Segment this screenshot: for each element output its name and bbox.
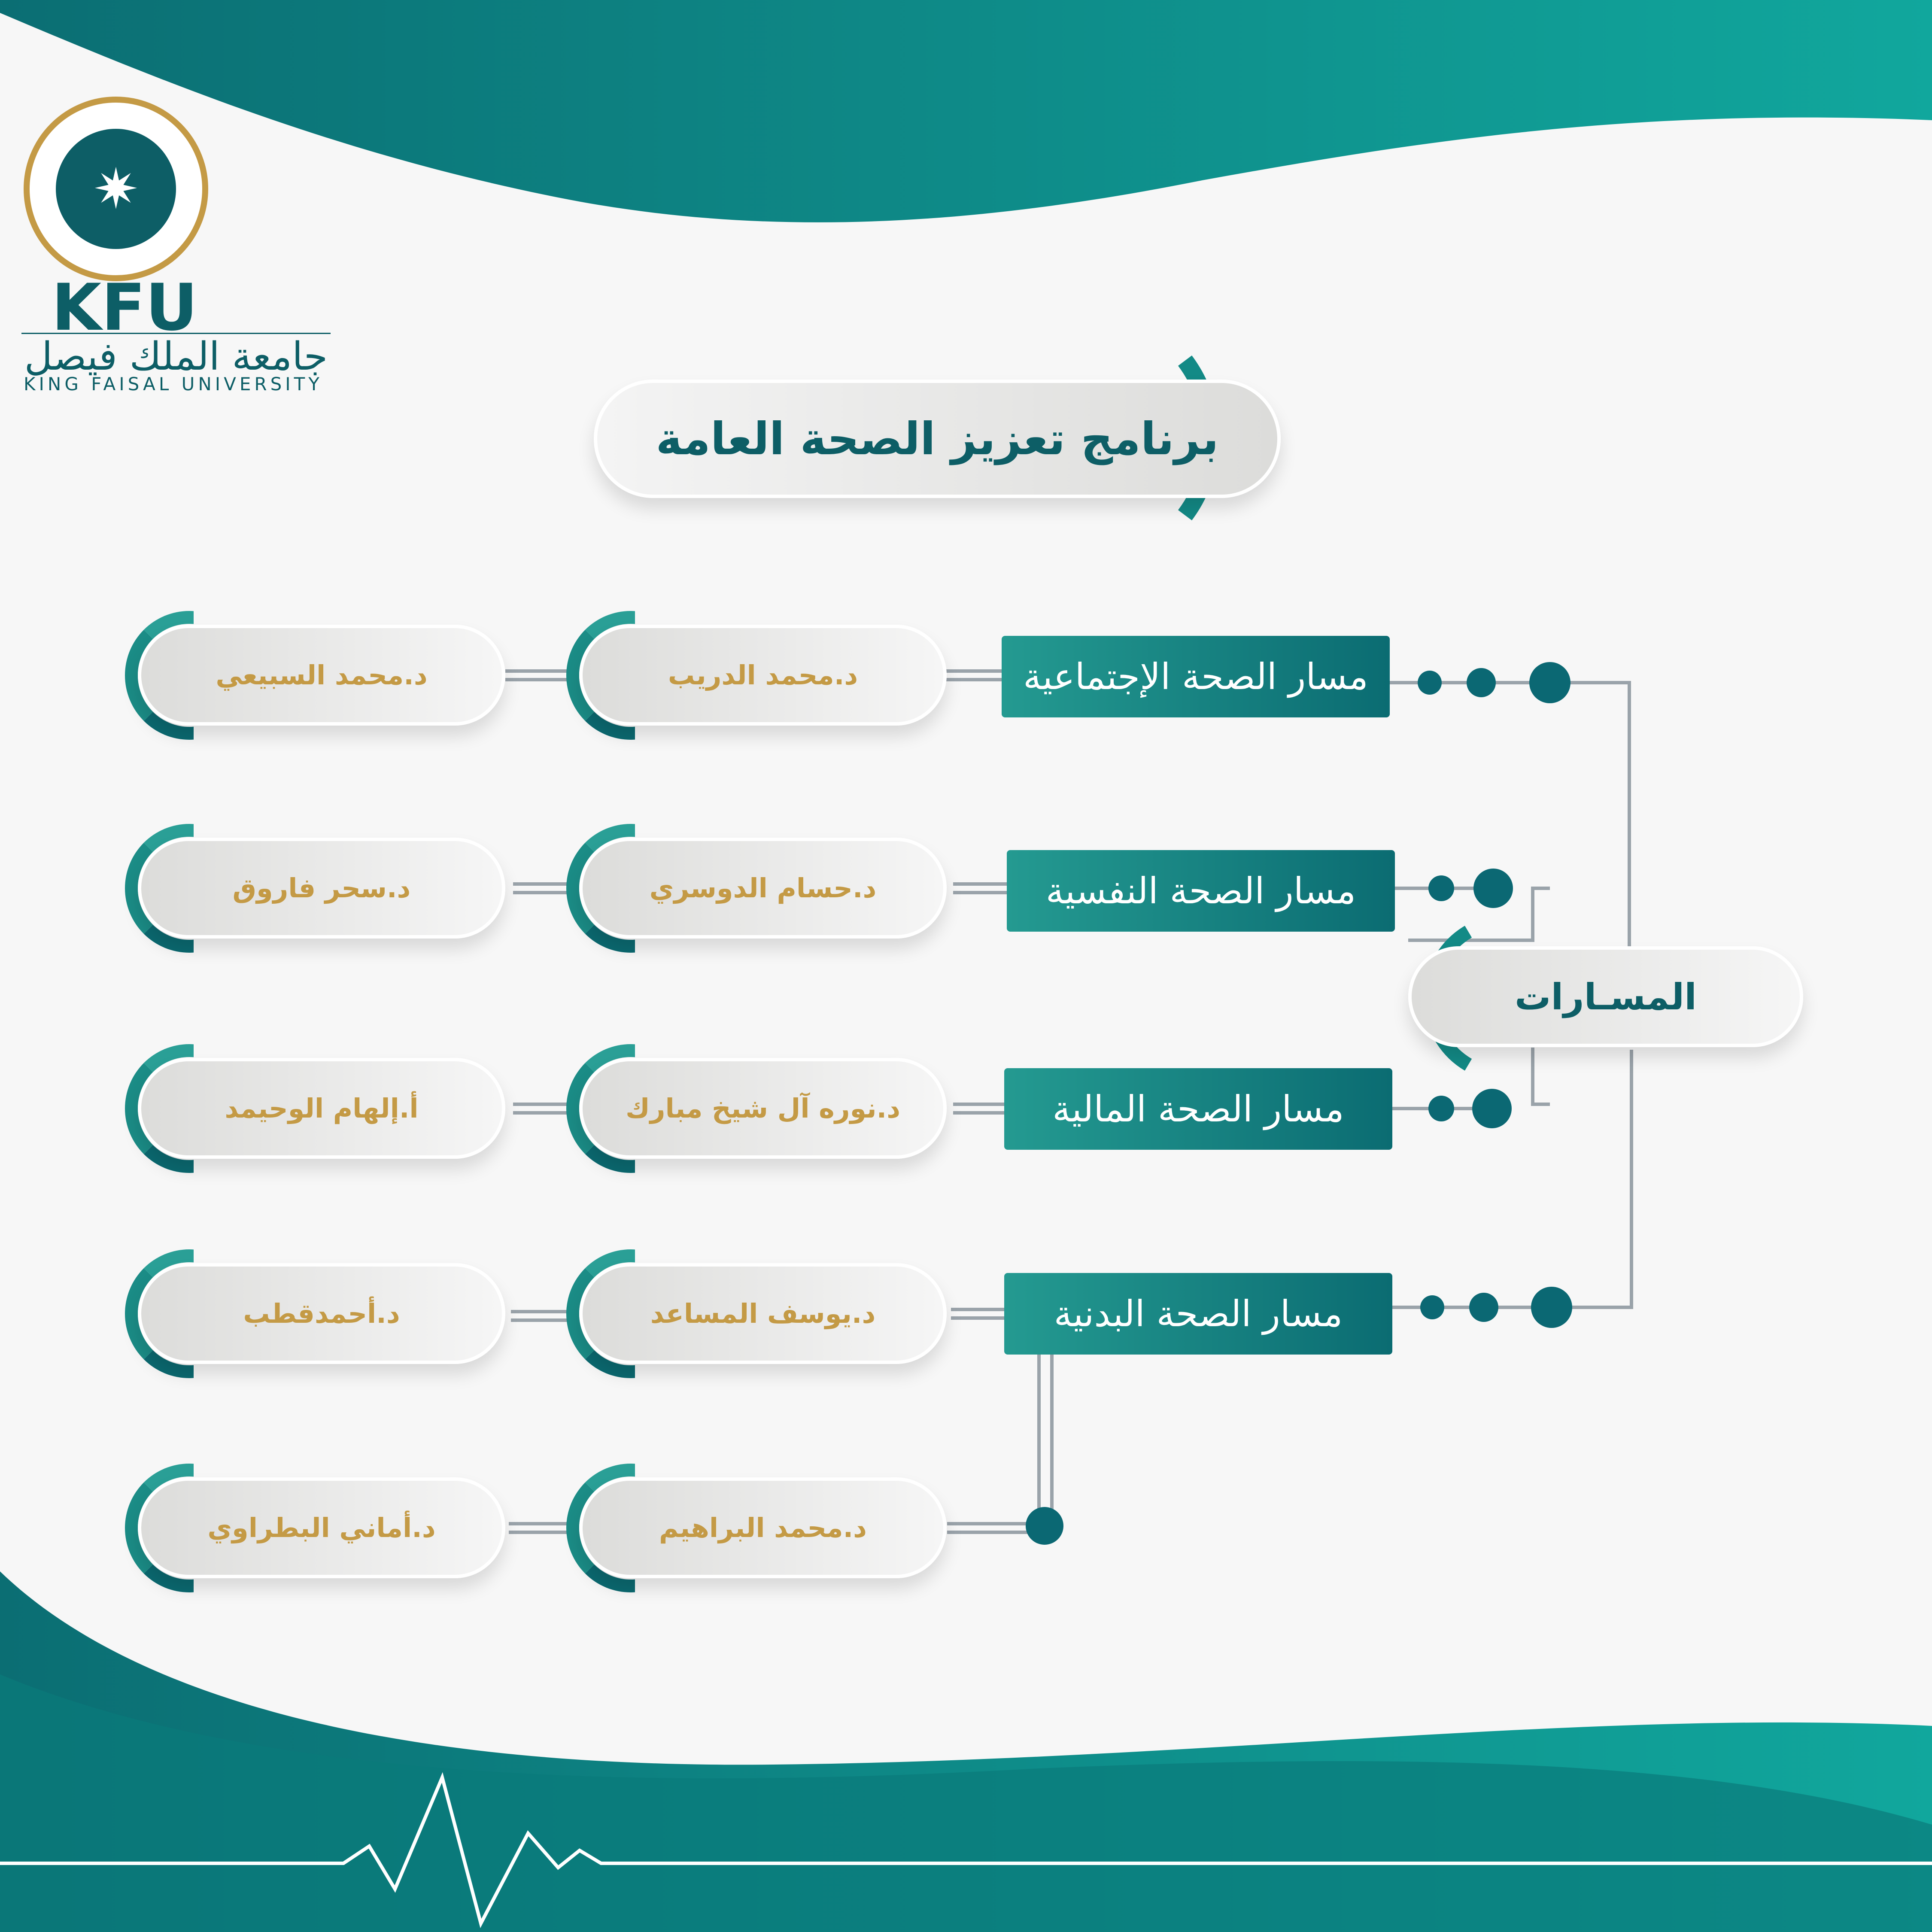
member-pill: د.محمد السبيعي [138, 625, 505, 726]
member-pill: د.أماني البطراوي [138, 1477, 505, 1578]
member-pill: د.أحمدقطب [138, 1263, 505, 1364]
pill-accent-arc [566, 1464, 635, 1592]
pill-accent-arc [125, 611, 194, 740]
pill-accent-arc [566, 1249, 635, 1378]
track-physical: مسار الصحة البدنية [1004, 1273, 1392, 1355]
root-node: المسـارات [1408, 946, 1803, 1047]
pill-accent-arc [566, 611, 635, 740]
pill-accent-arc [125, 1464, 194, 1592]
pill-accent-arc [125, 1044, 194, 1173]
ecg-line [0, 1772, 1932, 1928]
logo-english-name: KING FAISAL UNIVERSITY [24, 374, 323, 395]
pill-accent-arc [125, 824, 194, 953]
dots [1026, 662, 1572, 1545]
logo-seal: ✷ [24, 97, 208, 281]
member-pill: د.محمد البراهيم [579, 1477, 947, 1578]
star-icon: ✷ [56, 129, 176, 249]
page-title: برنامج تعزيز الصحة العامة [594, 380, 1281, 498]
track-financial: مسار الصحة المالية [1004, 1068, 1392, 1150]
member-pill: أ.إلهام الوحيمد [138, 1058, 505, 1159]
logo-arabic-name: جامعة الملك فيصل [21, 333, 331, 379]
pill-accent-arc [566, 824, 635, 953]
top-wave [0, 0, 1932, 222]
track-psychological: مسار الصحة النفسية [1007, 850, 1395, 932]
member-pill: د.حسام الدوسري [579, 838, 947, 939]
pill-accent-arc [125, 1249, 194, 1378]
track-social: مسار الصحة الإجتماعية [1002, 636, 1390, 717]
member-pill: د.يوسف المساعد [579, 1263, 947, 1364]
member-pill: د.سحر فاروق [138, 838, 505, 939]
member-pill: د.محمد الدريب [579, 625, 947, 726]
pill-accent-arc [566, 1044, 635, 1173]
member-pill: د.نوره آل شيخ مبارك [579, 1058, 947, 1159]
